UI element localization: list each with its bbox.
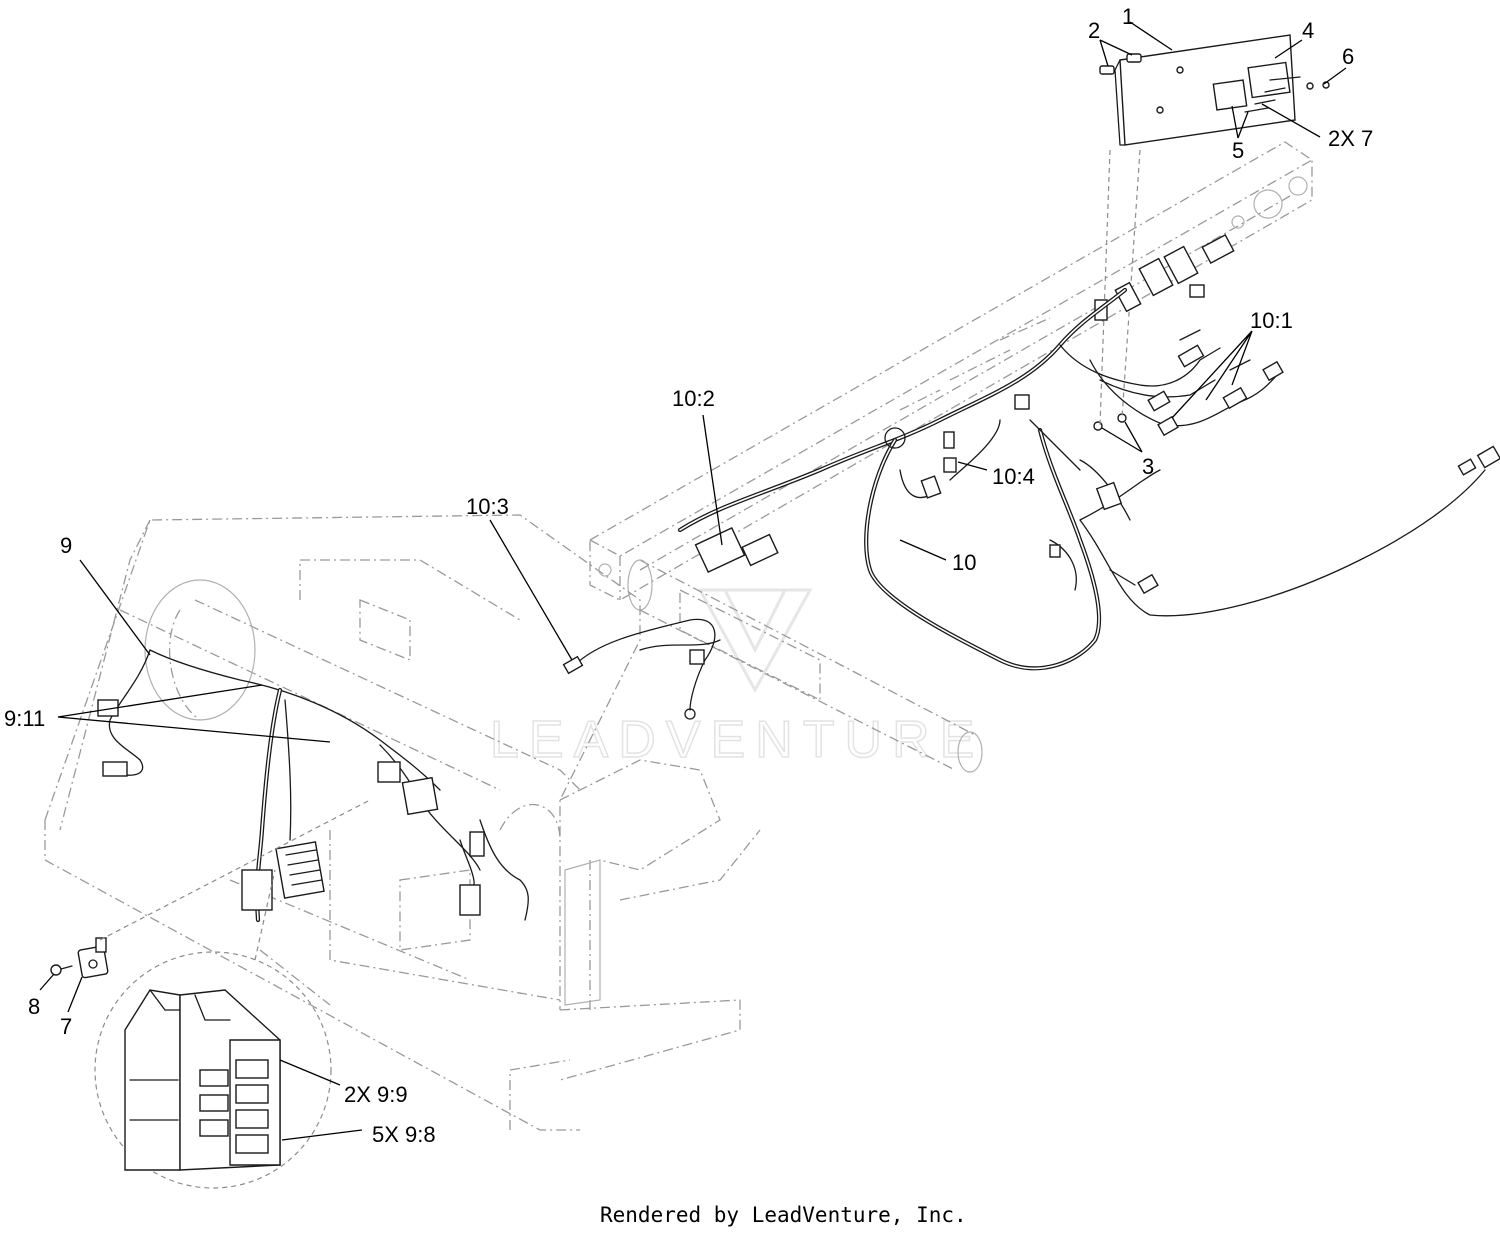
callout-5x9-8: 5X 9:8	[372, 1122, 436, 1147]
watermark-logo	[697, 588, 813, 694]
main-harness	[677, 287, 1500, 671]
callout-3: 3	[1142, 454, 1154, 479]
frame-rail	[589, 141, 1313, 601]
callout-2x9-9: 2X 9:9	[344, 1082, 408, 1107]
callout-10-4: 10:4	[992, 464, 1035, 489]
callout-10-1: 10:1	[1250, 308, 1293, 333]
callout-10-3: 10:3	[466, 494, 509, 519]
callout-labels: 1 2 4 6 5 2X 7 10:1 3 10:2 10:4 10:3 10 …	[4, 4, 1373, 1147]
callout-10: 10	[952, 550, 976, 575]
callout-2: 2	[1088, 18, 1100, 43]
footer-credit: Rendered by LeadVenture, Inc.	[600, 1203, 967, 1227]
hardware-items	[1093, 53, 1330, 431]
callout-9: 9	[60, 533, 72, 558]
callout-8: 8	[28, 994, 40, 1019]
callout-5: 5	[1232, 138, 1244, 163]
mounting-plate	[1114, 34, 1296, 146]
relay-and-screw	[50, 799, 371, 979]
callout-9-11: 9:11	[4, 706, 45, 731]
sub-harness	[562, 527, 779, 720]
chassis-harness	[97, 649, 529, 923]
fuse-block-detail	[94, 869, 332, 1189]
callout-1: 1	[1122, 4, 1134, 29]
callout-2x7: 2X 7	[1328, 126, 1373, 151]
chassis-frame	[44, 514, 761, 1131]
callout-6: 6	[1342, 44, 1354, 69]
callout-7: 7	[60, 1014, 72, 1039]
callout-10-2: 10:2	[672, 386, 715, 411]
watermark-text: LEADVENTURE	[490, 711, 984, 769]
leader-lines	[39, 21, 1347, 1141]
callout-4: 4	[1302, 18, 1314, 43]
rail-connectors	[1094, 234, 1235, 321]
